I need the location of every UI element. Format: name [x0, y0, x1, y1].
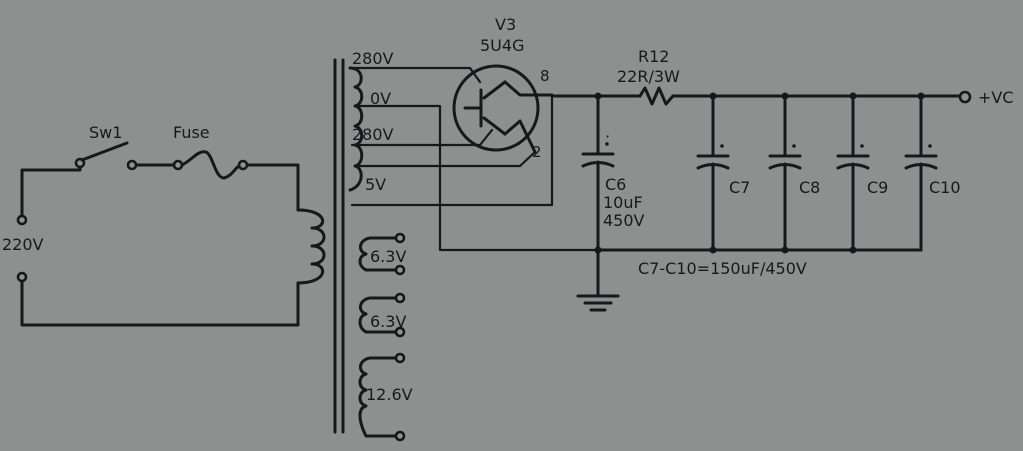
primary-coil [296, 208, 326, 285]
rectifier-tube-v3 [452, 64, 554, 154]
resistor-r12 [638, 86, 675, 106]
switch-sw1 [74, 141, 138, 171]
ground-rail [594, 246, 923, 298]
output-label: +VC [978, 88, 1014, 107]
hv-secondary-winding [348, 66, 600, 252]
ground-symbol [576, 294, 620, 312]
input-terminal-bottom [16, 271, 28, 283]
tap-label-280v-top: 280V [352, 49, 394, 68]
c7-ref-label: C7 [729, 178, 750, 197]
tap-label-5v: 5V [365, 175, 386, 194]
resistor-ref-label: R12 [638, 47, 669, 66]
transformer-core [333, 58, 345, 434]
input-voltage-label: 220V [2, 235, 44, 254]
tube-pin-8-label: 8 [540, 67, 550, 85]
c6-ref-label: C6 [605, 175, 626, 194]
tap-label-280v-bottom: 280V [352, 125, 394, 144]
filament-label-2: 6.3V [370, 312, 406, 331]
c8-ref-label: C8 [799, 178, 820, 197]
filament-label-3: 12.6V [366, 385, 413, 404]
switch-label: Sw1 [89, 123, 122, 142]
tube-ref-label: V3 [495, 15, 516, 34]
tap-label-0v: 0V [370, 89, 391, 108]
primary-circuit [16, 141, 326, 327]
input-terminal-top [16, 214, 28, 226]
capacitor-c10 [904, 94, 938, 252]
polarity-marks [605, 142, 932, 148]
c6-value-label: 10uF [603, 193, 643, 212]
capacitor-c7 [696, 94, 730, 252]
capacitor-c8 [768, 94, 802, 252]
c6-voltage-label: 450V [603, 211, 645, 230]
b-plus-rail [550, 86, 972, 106]
filament-winding-2 [358, 292, 406, 338]
tube-pin-2-label: 2 [532, 143, 542, 161]
svg-text:·: · [605, 127, 610, 146]
filament-label-1: 6.3V [370, 247, 406, 266]
resistor-value-label: 22R/3W [617, 67, 680, 86]
c10-ref-label: C10 [929, 178, 961, 197]
capacitor-bank-value-label: C7-C10=150uF/450V [638, 259, 807, 278]
fuse-label: Fuse [173, 123, 210, 142]
filament-winding-1 [358, 232, 406, 276]
capacitor-c6: · [581, 94, 615, 252]
fuse [172, 150, 249, 180]
c9-ref-label: C9 [867, 178, 888, 197]
tube-type-label: 5U4G [480, 36, 524, 55]
capacitor-c9 [836, 94, 870, 252]
output-terminal [958, 90, 972, 104]
filament-winding-3 [358, 352, 406, 442]
